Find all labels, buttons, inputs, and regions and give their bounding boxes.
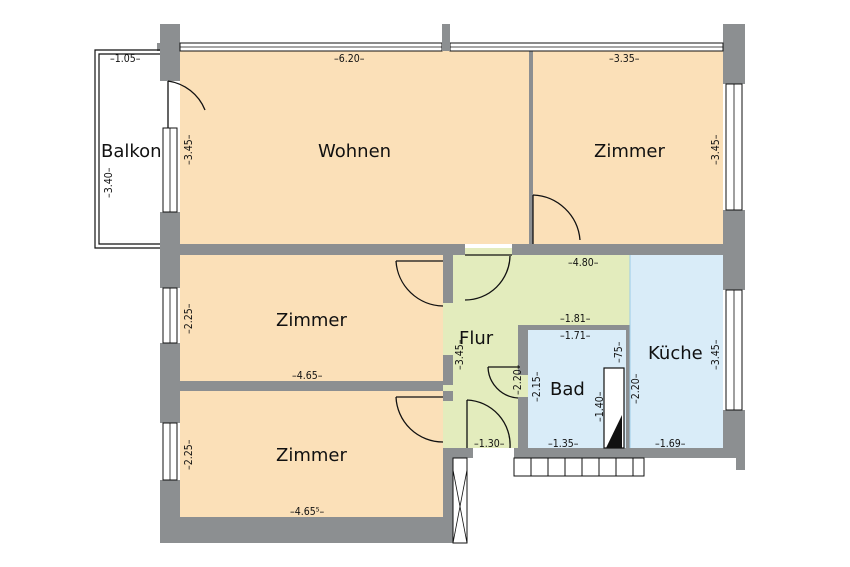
dim-zimmer-tr-depth: –3.45–	[710, 134, 722, 165]
dim-balkon-depth: –3.40–	[103, 167, 115, 198]
dim-corridor-width: –4.80–	[568, 257, 599, 269]
dim-bad-niche-h: –1.40–	[594, 391, 606, 422]
dim-flur-depth: –3.45–	[454, 339, 466, 370]
door-balcony	[167, 80, 206, 128]
dim-bad-niche-w: –75–	[613, 341, 625, 363]
label-flur: Flur	[459, 328, 494, 349]
label-balkon: Balkon	[101, 141, 162, 162]
door-bad	[487, 366, 520, 399]
door-entrance	[466, 399, 511, 449]
kitchen-outline	[603, 255, 631, 449]
dim-zimmer-mid-depth: –2.25–	[183, 303, 195, 334]
dim-balkon-width: –1.05–	[110, 53, 141, 65]
label-kueche: Küche	[648, 343, 703, 364]
dim-zimmer-bot-width: –4.65⁵–	[290, 506, 325, 518]
label-zimmer-bottom: Zimmer	[276, 445, 347, 466]
dim-zimmer-tr-width: –3.35–	[609, 53, 640, 65]
dim-kueche-h: –2.20–	[630, 373, 642, 404]
dim-kueche-width: –1.69–	[655, 438, 686, 450]
room-kueche	[630, 255, 723, 448]
dim-zimmer-mid-width: –4.65–	[292, 370, 323, 382]
dim-bad-width: –1.35–	[548, 438, 579, 450]
door-zimmer-middle	[395, 260, 444, 307]
door-zimmer-top-right	[532, 194, 581, 244]
dim-flur-width: –1.30–	[474, 438, 505, 450]
room-wohnen	[180, 51, 529, 244]
dimension-labels: –1.05– –3.40– –6.20– –3.45– –3.35– –3.45…	[103, 53, 722, 518]
dim-wohnen-depth: –3.45–	[183, 134, 195, 165]
room-zimmer-top-right	[533, 51, 723, 244]
entrance-steps	[452, 457, 745, 544]
balcony	[94, 49, 160, 249]
dim-zimmer-bot-depth: –2.25–	[183, 439, 195, 470]
dim-bad-outer: –1.81–	[560, 313, 591, 325]
label-zimmer-top-right: Zimmer	[594, 141, 665, 162]
doors	[167, 80, 581, 449]
dim-bad-h1: –2.20–	[512, 364, 524, 395]
windows	[162, 24, 743, 481]
dim-wohnen-width: –6.20–	[334, 53, 365, 65]
door-wohnen-flur	[464, 254, 512, 301]
dim-bad-inner: –1.71–	[560, 330, 591, 342]
label-bad: Bad	[550, 379, 585, 400]
dim-kueche-depth: –3.45–	[710, 339, 722, 370]
dim-bad-h2: –2.15–	[531, 371, 543, 402]
label-zimmer-middle: Zimmer	[276, 310, 347, 331]
door-zimmer-bottom	[395, 396, 444, 443]
room-labels: Balkon Wohnen Zimmer Zimmer Zimmer Flur …	[101, 141, 703, 466]
label-wohnen: Wohnen	[318, 141, 391, 162]
